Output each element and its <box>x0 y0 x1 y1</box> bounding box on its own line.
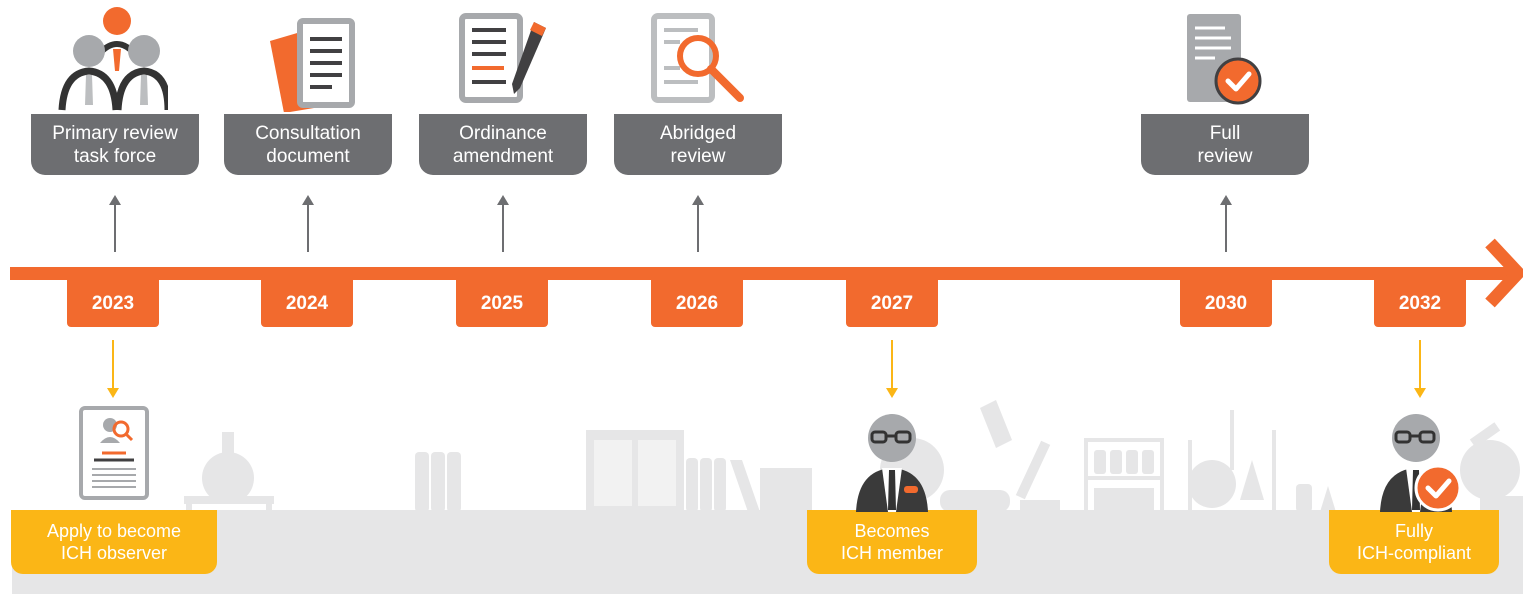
year-tag-2032: 2032 <box>1374 280 1466 327</box>
pen-document-icon <box>459 13 546 103</box>
milestone-line1: Becomes <box>854 521 930 541</box>
year-tag-2030: 2030 <box>1180 280 1272 327</box>
down-arrows <box>107 340 1426 398</box>
milestone-line1: Ordinance <box>459 122 547 144</box>
milestone-line2: ICH member <box>840 543 943 563</box>
milestone-ich-member: Becomes ICH member <box>807 510 977 574</box>
milestone-primary-review: Primary review task force <box>31 114 199 175</box>
milestone-line2: amendment <box>452 145 554 167</box>
ground-band <box>12 510 1523 594</box>
scientist-check-icon <box>1380 414 1462 512</box>
application-form-icon <box>79 406 149 500</box>
up-arrows <box>109 195 1232 252</box>
timeline-bar <box>10 267 1512 280</box>
milestone-line1: Apply to become <box>46 521 182 541</box>
milestone-line1: Consultation <box>255 122 361 144</box>
year-tag-2024: 2024 <box>261 280 353 327</box>
milestone-full-review: Full review <box>1141 114 1309 175</box>
milestone-ich-compliant: Fully ICH-compliant <box>1329 510 1499 574</box>
milestone-line2: document <box>266 145 350 167</box>
milestone-ich-observer: Apply to become ICH observer <box>11 510 217 574</box>
milestone-ordinance: Ordinance amendment <box>419 114 587 175</box>
task-force-icon <box>58 7 168 111</box>
checked-document-icon <box>1187 14 1262 105</box>
year-tag-2027: 2027 <box>846 280 938 327</box>
milestone-line2: task force <box>73 145 157 167</box>
year-tag-2023: 2023 <box>67 280 159 327</box>
timeline-arrowhead <box>1485 238 1523 308</box>
milestone-line1: Primary review <box>52 122 178 144</box>
scientist-icon <box>856 414 928 512</box>
milestone-consultation: Consultation document <box>224 114 392 175</box>
milestone-line1: Full <box>1209 122 1241 144</box>
milestone-line2: review <box>670 145 726 167</box>
milestone-line1: Abridged <box>659 122 737 144</box>
milestone-line2: ICH observer <box>60 543 168 563</box>
milestone-line2: review <box>1197 145 1253 167</box>
document-icon <box>270 18 355 112</box>
magnifier-document-icon <box>651 13 744 103</box>
year-tag-2026: 2026 <box>651 280 743 327</box>
milestone-line2: ICH-compliant <box>1356 543 1472 563</box>
milestone-abridged-review: Abridged review <box>614 114 782 175</box>
milestone-line1: Fully <box>1394 521 1433 541</box>
year-tag-2025: 2025 <box>456 280 548 327</box>
